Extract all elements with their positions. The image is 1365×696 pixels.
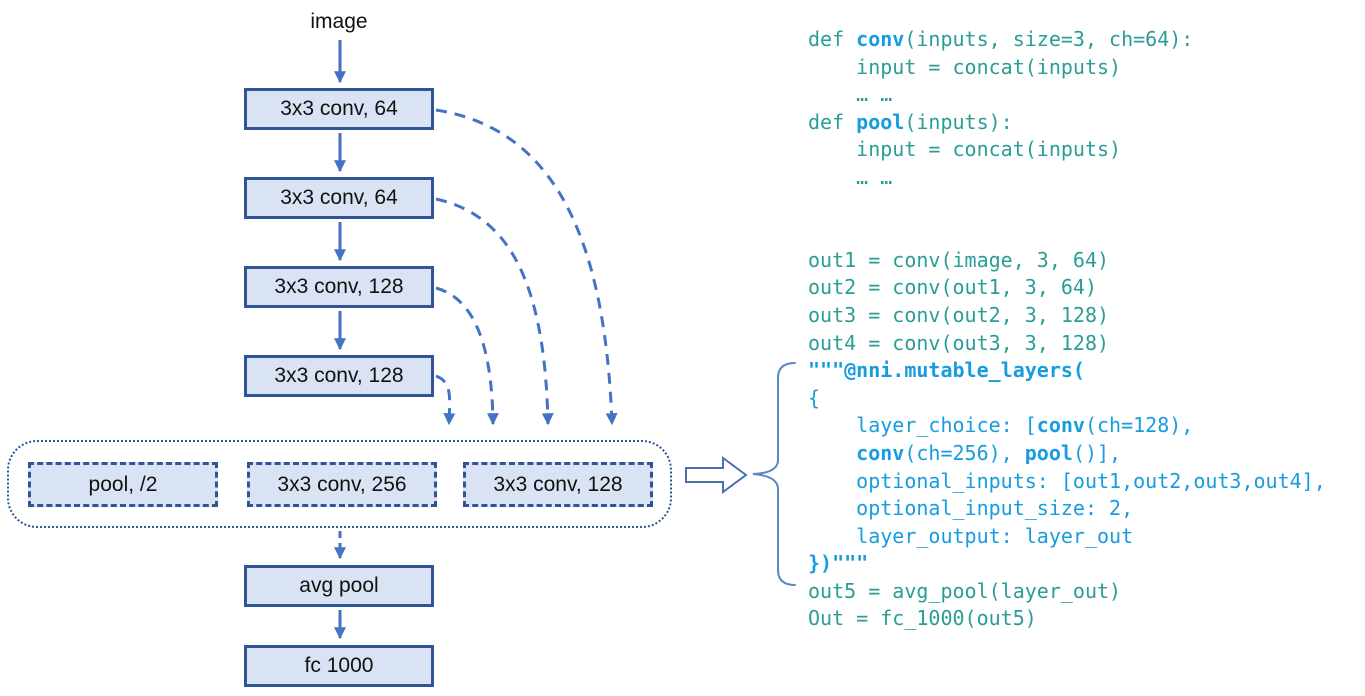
conv-layer-3: 3x3 conv, 128 xyxy=(244,266,434,308)
skip-curve-conv4 xyxy=(435,374,456,426)
skip-curve-conv1 xyxy=(435,108,618,426)
fc-layer-label: fc 1000 xyxy=(304,654,374,677)
code-line: def conv(inputs, size=3, ch=64): xyxy=(808,27,1194,51)
code-line: input = concat(inputs) xyxy=(808,54,1122,79)
code-line: Out = fc_1000(out5) xyxy=(808,606,1037,631)
choice-pool: pool, /2 xyxy=(28,462,218,507)
code-brace xyxy=(752,362,796,586)
skip-curve-conv2 xyxy=(435,197,554,426)
code-line: { xyxy=(808,385,821,410)
conv-layer-2-label: 3x3 conv, 64 xyxy=(280,186,398,209)
skip-curve-conv3 xyxy=(435,286,499,426)
code-line: conv(ch=256), pool()], xyxy=(856,440,1122,465)
code-line: … … xyxy=(808,82,893,107)
fc-layer: fc 1000 xyxy=(244,645,434,687)
avgpool-layer: avg pool xyxy=(244,565,434,607)
conv-layer-2: 3x3 conv, 64 xyxy=(244,177,434,219)
choice-conv128: 3x3 conv, 128 xyxy=(463,462,653,507)
code-line: layer_choice: [conv(ch=128), xyxy=(808,413,1194,438)
code-line: optional_input_size: 2, xyxy=(808,496,1134,521)
input-label: image xyxy=(310,10,368,33)
code-line: def pool(inputs): xyxy=(808,109,1013,134)
choice-conv256-label: 3x3 conv, 256 xyxy=(277,472,407,496)
conv-layer-4: 3x3 conv, 128 xyxy=(244,355,434,397)
code-line: })""" xyxy=(808,551,869,576)
code-line: input = concat(inputs) xyxy=(808,137,1122,162)
conv-layer-1: 3x3 conv, 64 xyxy=(244,88,434,130)
choice-pool-label: pool, /2 xyxy=(88,472,158,496)
mutable-layer-container xyxy=(7,440,672,528)
avgpool-layer-label: avg pool xyxy=(299,574,379,597)
code-line xyxy=(808,219,1326,247)
code-line: out4 = conv(out3, 3, 128) xyxy=(808,330,1110,355)
code-line: layer_output: layer_out xyxy=(808,523,1134,548)
code-line: out1 = conv(image, 3, 64) xyxy=(808,247,1110,272)
code-line: out2 = conv(out1, 3, 64) xyxy=(808,275,1097,300)
code-line: optional_inputs: [out1,out2,out3,out4], xyxy=(808,468,1326,493)
code-line: out5 = avg_pool(layer_out) xyxy=(808,578,1122,603)
conv-layer-1-label: 3x3 conv, 64 xyxy=(280,97,398,120)
choice-conv128-label: 3x3 conv, 128 xyxy=(493,472,623,496)
code-line xyxy=(808,192,1326,220)
conv-layer-3-label: 3x3 conv, 128 xyxy=(274,275,404,298)
choice-conv256: 3x3 conv, 256 xyxy=(247,462,437,507)
code-line: out3 = conv(out2, 3, 128) xyxy=(808,302,1110,327)
code-line: """@nni.mutable_layers( xyxy=(808,358,1085,383)
conv-layer-4-label: 3x3 conv, 128 xyxy=(274,364,404,387)
code-block: def conv(inputs, size=3, ch=64): input =… xyxy=(808,26,1326,633)
right-block-arrow-icon xyxy=(685,456,748,494)
code-line: … … xyxy=(808,164,893,189)
